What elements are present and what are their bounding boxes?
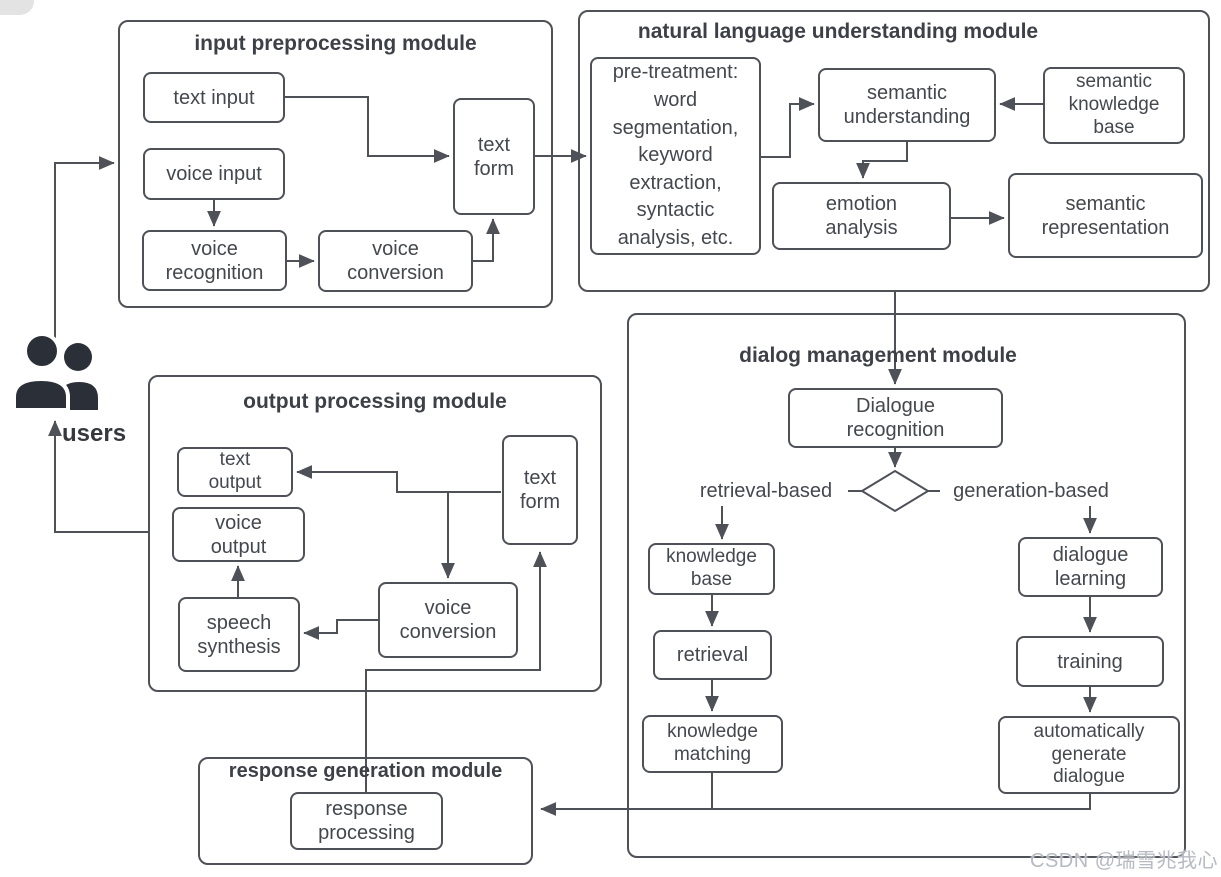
corner-smudge (0, 0, 34, 15)
edge-semantic-understanding-to-emotion-analysis (856, 142, 908, 179)
output-processing-module-title: output processing module (243, 390, 507, 413)
dialog-management-module (627, 313, 1186, 858)
edge-dialog-module-to-response-module (540, 794, 1091, 816)
node-voice-output: voice output (172, 507, 305, 562)
node-speech-synthesis: speech synthesis (178, 597, 300, 672)
node-semantic-representation: semantic representation (1008, 173, 1203, 258)
decision-diamond (860, 469, 930, 513)
response-generation-module (198, 757, 533, 865)
response-generation-module-title: response generation module (228, 760, 503, 782)
node-text-form-output: text form (502, 435, 578, 545)
node-knowledge-base: knowledge base (648, 543, 775, 595)
edge-voice-conversion-to-text-form (473, 218, 500, 262)
input-preprocessing-module-title: input preprocessing module (194, 32, 477, 55)
edge-text-form-out-to-text-output (296, 465, 501, 493)
label-retrieval-based: retrieval-based (699, 480, 833, 502)
nlu-module-title: natural language understanding module (637, 20, 1039, 43)
node-training: training (1016, 636, 1164, 687)
node-emotion-analysis: emotion analysis (772, 182, 951, 250)
node-voice-conversion-output: voice conversion (378, 582, 518, 658)
edge-output-module-to-users (48, 420, 148, 533)
watermark: CSDN @瑞雪兆我心 (1030, 850, 1219, 872)
node-semantic-knowledge-base: semantic knowledge base (1043, 67, 1185, 144)
node-auto-generate-dialogue: automatically generate dialogue (998, 716, 1180, 794)
node-dialogue-learning: dialogue learning (1018, 537, 1163, 597)
edge-pretreatment-to-semantic-understanding (761, 97, 815, 158)
node-voice-conversion-input: voice conversion (318, 230, 473, 292)
node-text-form-input: text form (453, 98, 535, 215)
edge-text-input-to-text-form (285, 96, 450, 163)
node-text-output: text output (177, 447, 293, 497)
node-pretreatment: pre-treatment: word segmentation, keywor… (590, 57, 761, 255)
input-preprocessing-module (118, 20, 553, 308)
node-knowledge-matching: knowledge matching (642, 715, 783, 773)
node-text-input: text input (143, 72, 285, 123)
dialog-management-module-title: dialog management module (739, 344, 1017, 367)
users-icon (12, 332, 98, 412)
node-retrieval: retrieval (653, 630, 772, 680)
edge-voice-conversion-to-speech-synthesis (303, 619, 378, 640)
node-response-processing: response processing (290, 792, 443, 850)
node-dialogue-recognition: Dialogue recognition (788, 388, 1003, 448)
node-semantic-understanding: semantic understanding (818, 68, 996, 142)
edge-users-to-input-module (54, 156, 115, 345)
users-label: users (62, 420, 127, 447)
output-processing-module (148, 375, 602, 692)
edge-response-processing-to-text-form-out (365, 551, 547, 792)
node-voice-recognition: voice recognition (142, 230, 287, 291)
node-voice-input: voice input (143, 148, 285, 200)
label-generation-based: generation-based (953, 480, 1109, 502)
